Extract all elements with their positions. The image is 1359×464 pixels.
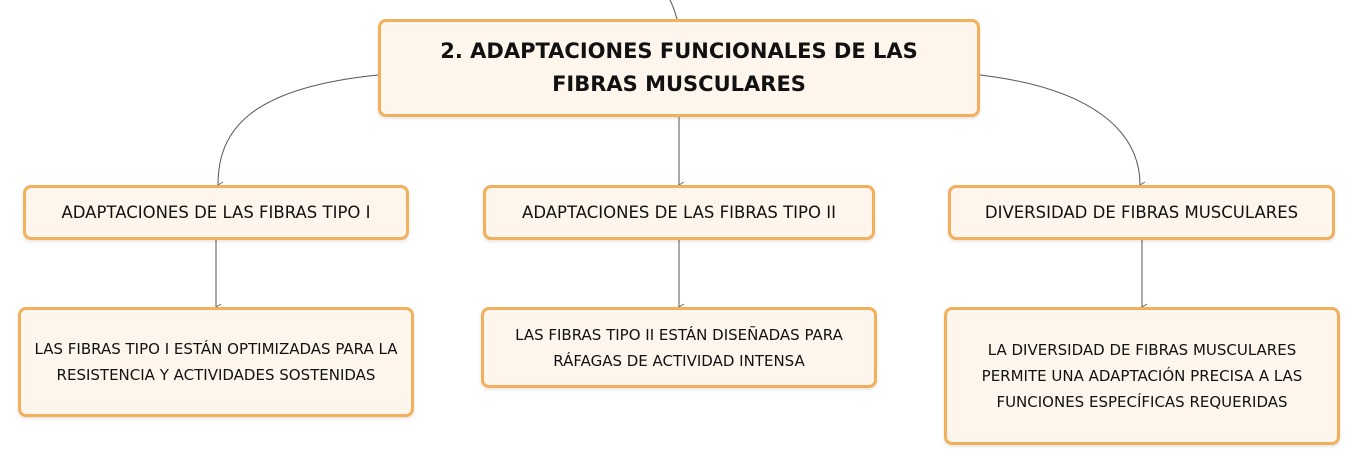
- subtopic-label: ADAPTACIONES DE LAS FIBRAS TIPO II: [522, 203, 836, 222]
- root-to-branch-1-connector: [217, 74, 379, 189]
- detail-label: LAS FIBRAS TIPO I ESTÁN OPTIMIZADAS PARA…: [34, 340, 398, 384]
- subtopic-node-fiber-diversity[interactable]: DIVERSIDAD DE FIBRAS MUSCULARES: [948, 185, 1335, 240]
- root-topic-label: 2. ADAPTACIONES FUNCIONALES DE LAS FIBRA…: [440, 39, 918, 96]
- root-topic-node[interactable]: 2. ADAPTACIONES FUNCIONALES DE LAS FIBRA…: [378, 19, 980, 117]
- subtopic-node-type-2-adaptations[interactable]: ADAPTACIONES DE LAS FIBRAS TIPO II: [483, 185, 875, 240]
- detail-node-type-1[interactable]: LAS FIBRAS TIPO I ESTÁN OPTIMIZADAS PARA…: [18, 307, 414, 417]
- detail-label: LAS FIBRAS TIPO II ESTÁN DISEÑADAS PARA …: [515, 325, 843, 370]
- detail-label: LA DIVERSIDAD DE FIBRAS MUSCULARES PERMI…: [981, 341, 1303, 411]
- root-to-branch-3-connector: [979, 74, 1146, 189]
- subtopic-node-type-1-adaptations[interactable]: ADAPTACIONES DE LAS FIBRAS TIPO I: [23, 185, 409, 240]
- subtopic-label: ADAPTACIONES DE LAS FIBRAS TIPO I: [61, 203, 371, 222]
- incoming-parent-connector: [669, 0, 678, 20]
- detail-node-type-2[interactable]: LAS FIBRAS TIPO II ESTÁN DISEÑADAS PARA …: [481, 307, 877, 388]
- subtopic-label: DIVERSIDAD DE FIBRAS MUSCULARES: [984, 203, 1299, 222]
- detail-node-diversity[interactable]: LA DIVERSIDAD DE FIBRAS MUSCULARES PERMI…: [944, 307, 1340, 445]
